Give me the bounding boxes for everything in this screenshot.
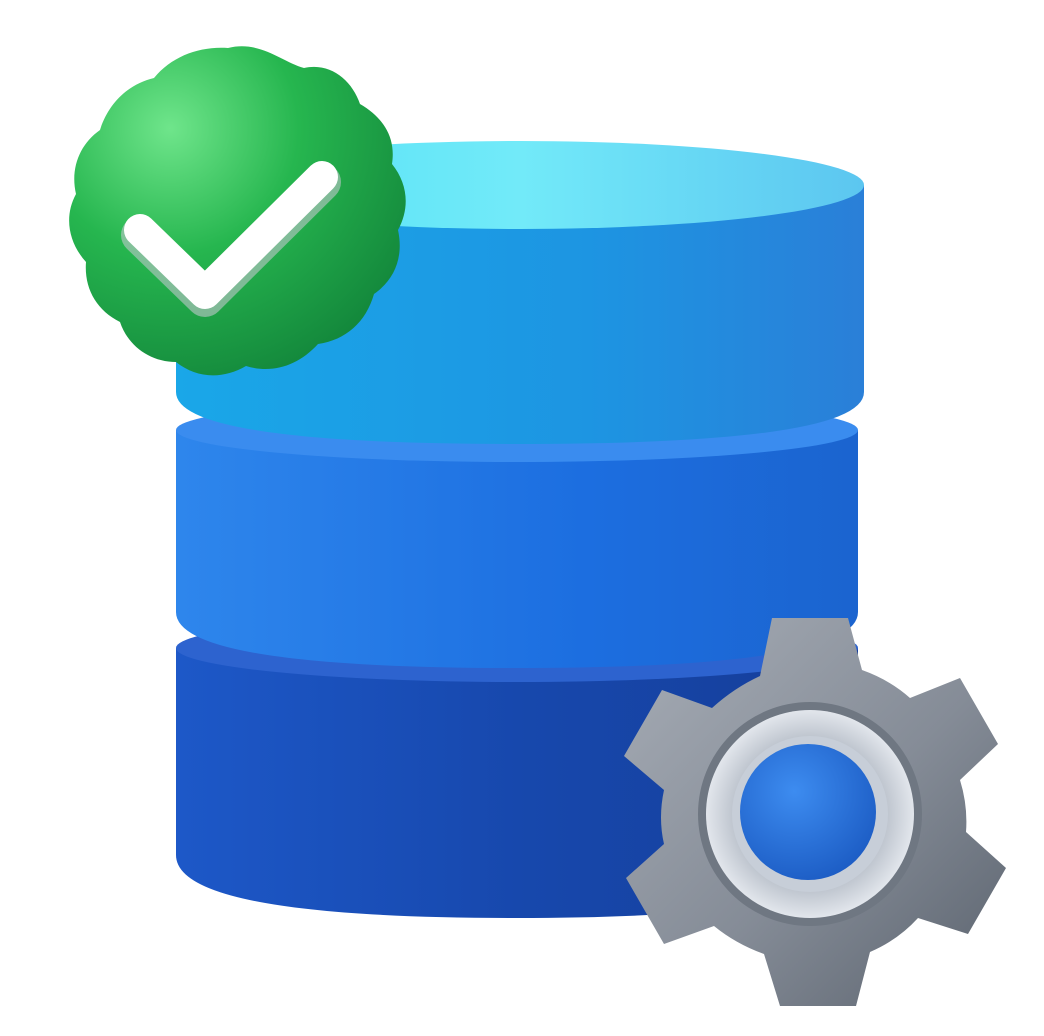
gear-hub — [740, 744, 876, 880]
gear-settings-icon — [624, 618, 1006, 1006]
check-mark-icon — [124, 161, 338, 309]
verified-check-badge-icon — [69, 46, 406, 376]
